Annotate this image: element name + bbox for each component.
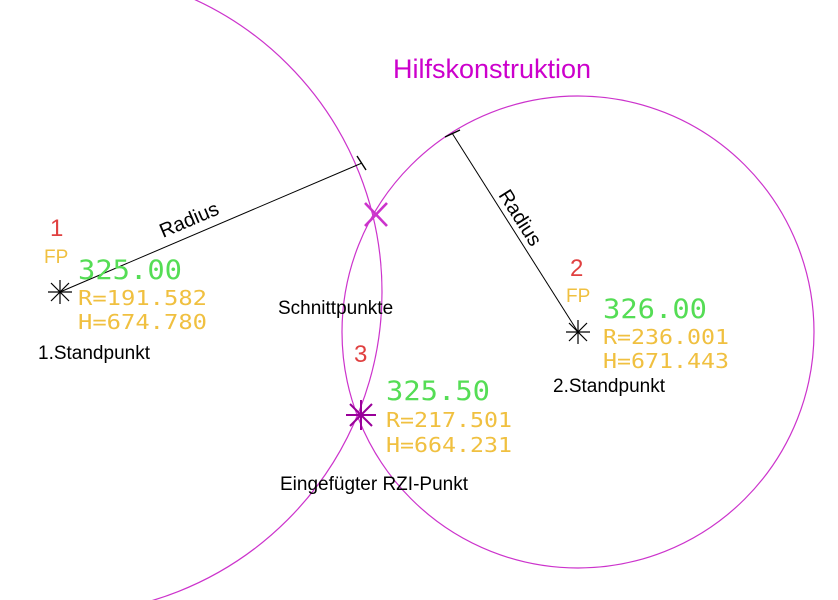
point-r-value-3: R=217.501 (386, 408, 512, 432)
point-r-value-1: R=191.582 (78, 286, 207, 310)
radius-tick-2 (444, 129, 461, 138)
point-height-3: 325.50 (386, 376, 490, 407)
intersection-x-marker (364, 202, 388, 227)
radius-line-1 (59, 162, 363, 293)
radius-tick-1 (356, 155, 367, 171)
point-height-2: 326.00 (603, 294, 707, 325)
point-label-1: 1.Standpunkt (38, 343, 151, 364)
point-h-value-3: H=664.231 (386, 433, 512, 457)
point-code-2: FP (566, 286, 590, 307)
circle-standpoint-2 (341, 95, 815, 569)
point-r-value-2: R=236.001 (603, 325, 729, 349)
point-h-value-1: H=674.780 (78, 310, 207, 334)
point-number-3: 3 (354, 341, 367, 368)
point-height-1: 325.00 (78, 255, 182, 286)
intersection-label: Schnittpunkte (278, 298, 393, 319)
point-code-1: FP (44, 247, 68, 268)
point-number-2: 2 (570, 255, 583, 282)
point-number-1: 1 (50, 215, 63, 242)
radius-label-1: Radius (156, 198, 222, 243)
point-label-2: 2.Standpunkt (553, 376, 666, 397)
asterisk-icon-point-1 (48, 280, 72, 304)
radius-line-2 (451, 132, 579, 333)
title: Hilfskonstruktion (393, 54, 591, 84)
circle-standpoint-1 (151, 0, 383, 600)
point-h-value-2: H=671.443 (603, 349, 729, 373)
inserted-point-label: Eingefügter RZI-Punkt (280, 474, 469, 495)
asterisk-icon-point-2 (566, 320, 590, 344)
asterisk-icon-point-3 (346, 400, 376, 430)
